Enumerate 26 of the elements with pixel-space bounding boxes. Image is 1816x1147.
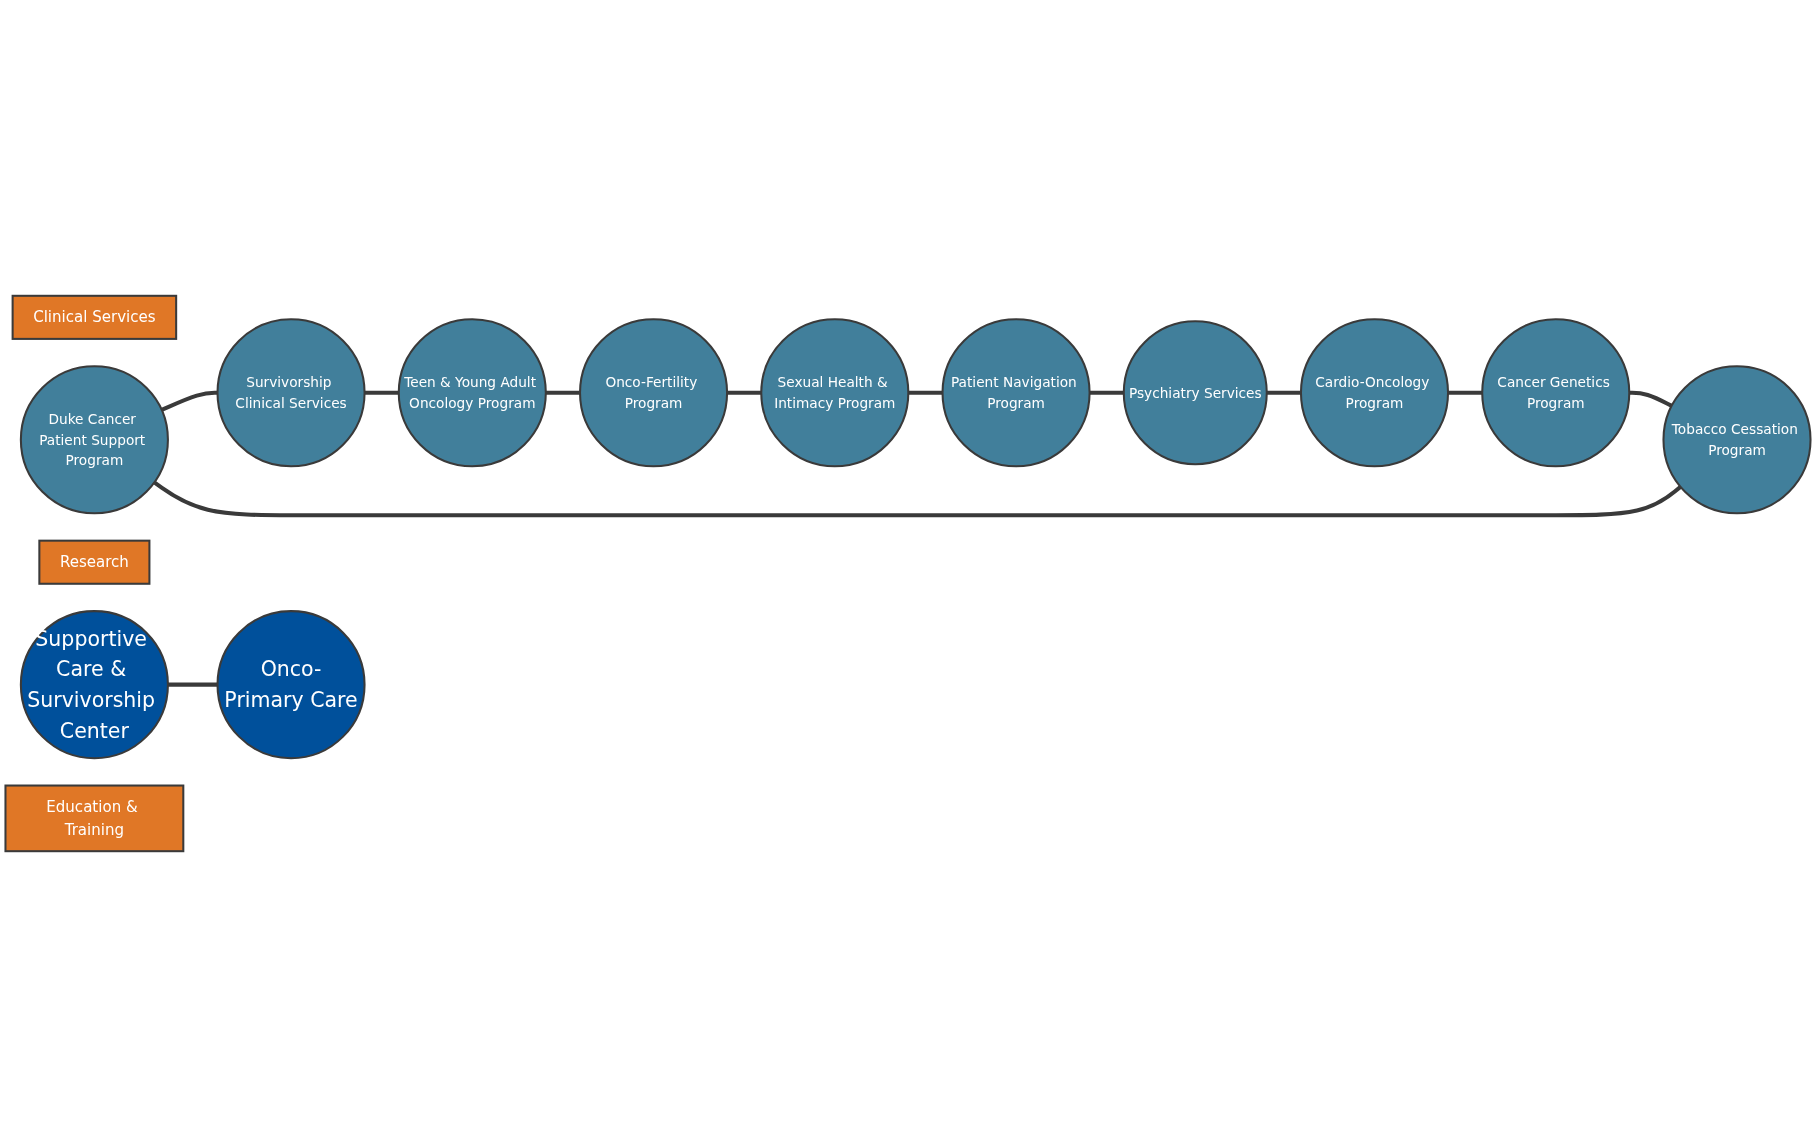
node-box: Education & Training [4, 784, 185, 853]
connector [153, 480, 1682, 518]
node-circle: Survivorship Clinical Services [216, 318, 366, 468]
connector [1266, 390, 1301, 395]
node-circle: Supportive Care & Survivorship Center [19, 610, 169, 760]
node-box: Clinical Services [11, 294, 178, 340]
connector [545, 390, 580, 395]
node-circle: Psychiatry Services [1122, 320, 1268, 466]
connector [1448, 390, 1483, 395]
connector [167, 682, 218, 687]
connector [727, 390, 762, 395]
node-circle: Duke Cancer Patient Support Program [19, 365, 169, 515]
node-box: Research [38, 539, 151, 585]
connector [908, 390, 943, 395]
node-circle: Onco-Primary Care [216, 610, 366, 760]
node-circle: Tobacco Cessation Program [1662, 365, 1812, 515]
connector [1629, 390, 1673, 408]
connector [1089, 390, 1124, 395]
connector [160, 390, 218, 412]
node-circle: Teen & Young Adult Oncology Program [397, 318, 547, 468]
node-circle: Cancer Genetics Program [1481, 318, 1631, 468]
node-circle: Cardio-Oncology Program [1299, 318, 1450, 468]
node-circle: Sexual Health & Intimacy Program [760, 318, 910, 468]
node-circle: Onco-Fertility Program [579, 318, 729, 468]
node-circle: Patient Navigation Program [941, 318, 1091, 468]
connector [364, 390, 399, 395]
